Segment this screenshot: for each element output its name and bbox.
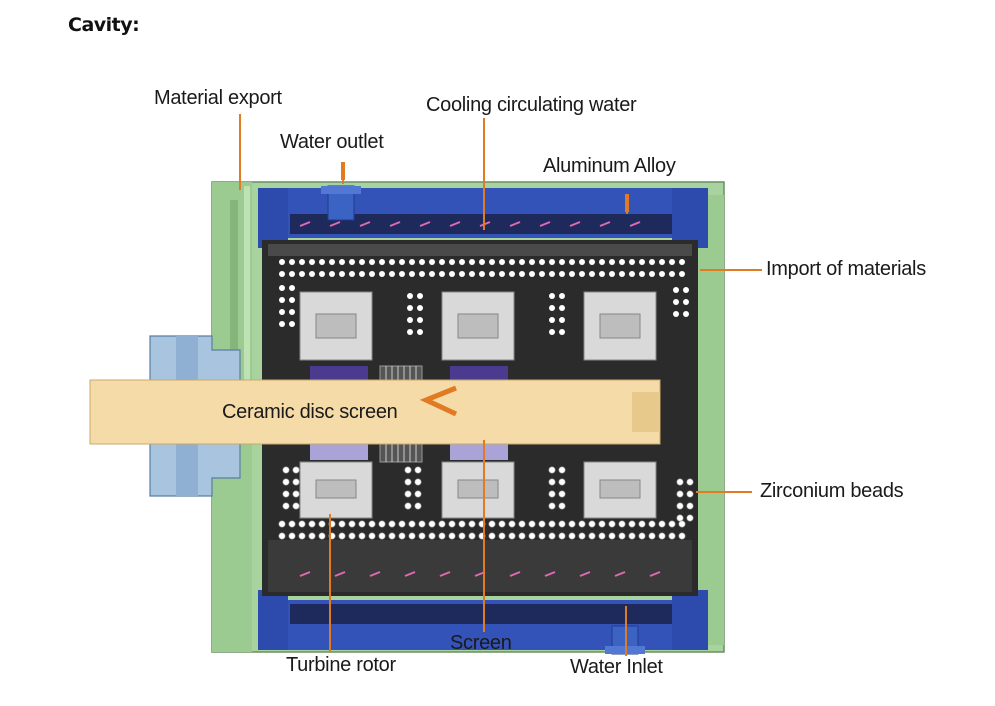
turbine-rotor-upper [299,291,657,361]
ceramic-screen-pointer [419,385,458,417]
label-turbine-rotor: Turbine rotor [286,654,396,676]
leader-lines [239,114,762,656]
label-import-materials: Import of materials [766,258,926,280]
zirconium-beads-bottom [278,466,694,540]
label-material-export: Material export [154,87,282,109]
label-zirconium-beads: Zirconium beads [760,480,904,502]
label-aluminum-alloy: Aluminum Alloy [543,155,676,177]
page-title: Cavity: [68,14,140,36]
label-water-outlet: Water outlet [280,131,384,153]
label-ceramic-screen: Ceramic disc screen [222,401,398,423]
zirconium-beads-top [279,259,689,335]
turbine-rotor-lower [299,461,657,519]
drive-shaft [89,379,661,445]
coolant-flow-bottom [299,571,661,577]
label-cooling-water: Cooling circulating water [426,94,637,116]
label-screen: Screen [450,632,512,654]
label-water-inlet: Water Inlet [570,656,663,678]
